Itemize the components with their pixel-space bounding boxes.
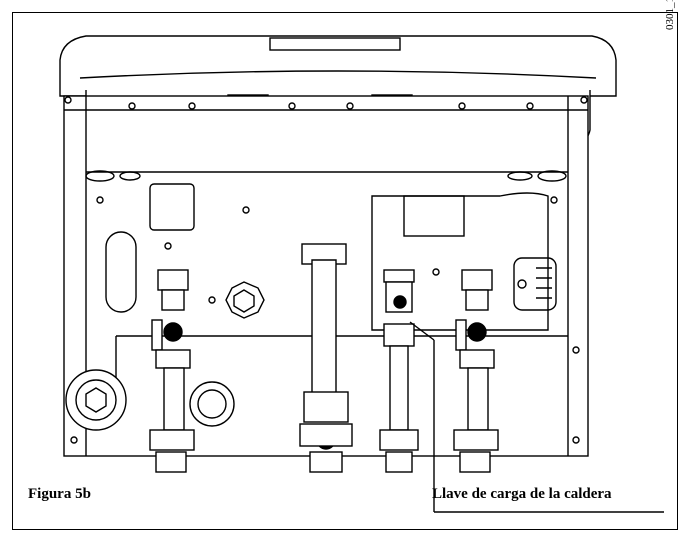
- boiler-screws: [64, 96, 588, 444]
- callout-label: Llave de carga de la caldera: [432, 486, 612, 502]
- boiler-slots: [85, 170, 567, 313]
- callout-leader: [409, 321, 664, 513]
- right-component: [371, 192, 557, 331]
- pipe-filling: [379, 269, 419, 473]
- pipe-heating-return: [149, 269, 195, 473]
- pipe-gas: [299, 243, 353, 473]
- left-pump: [65, 281, 265, 431]
- figure-caption: Figura 5b: [28, 486, 91, 502]
- pipe-heating-flow: [453, 269, 499, 473]
- figure-code: 0301_1008: [664, 0, 676, 30]
